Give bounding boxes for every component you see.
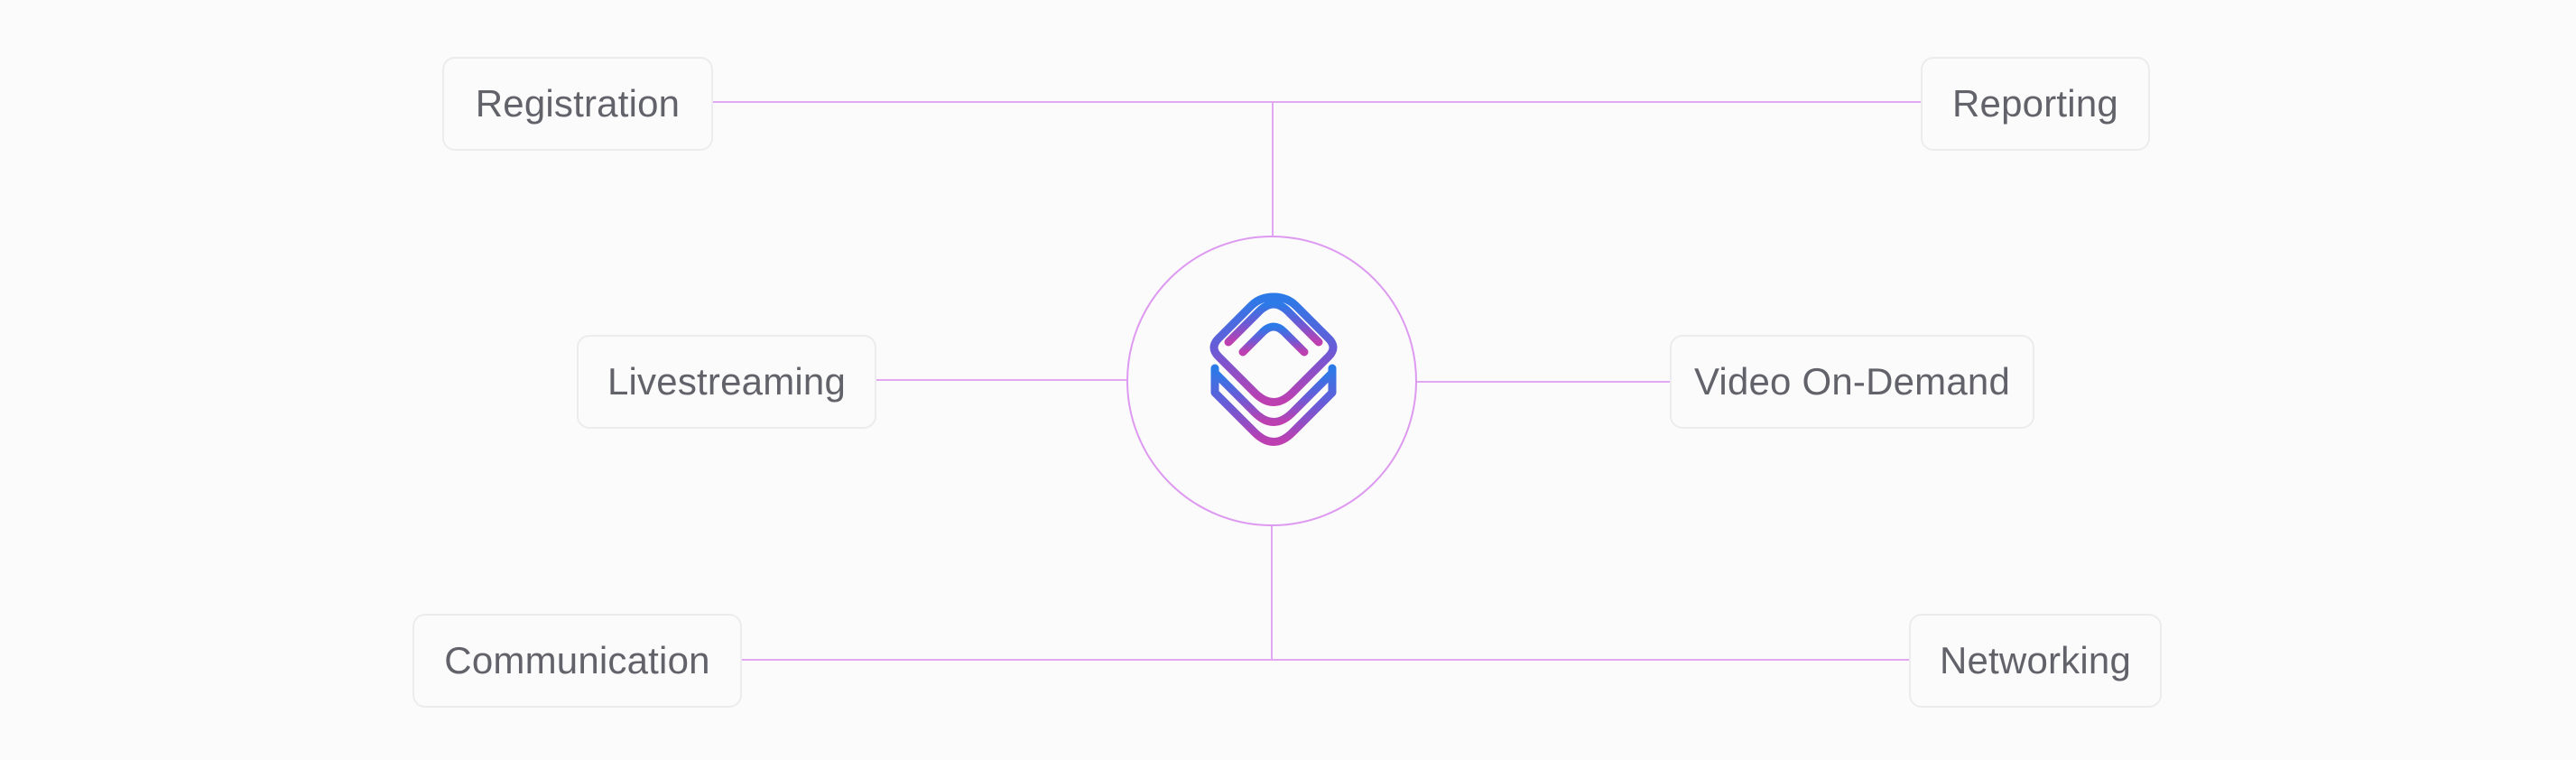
node-livestreaming: Livestreaming (577, 335, 876, 429)
logo-outer-diamond (1209, 292, 1338, 406)
hub-circle (1126, 236, 1417, 526)
logo-middle-layer (1210, 368, 1337, 426)
node-networking: Networking (1909, 614, 2162, 708)
node-registration: Registration (442, 57, 713, 151)
node-video-on-demand: Video On-Demand (1670, 335, 2034, 429)
node-communication-label: Communication (444, 639, 710, 681)
node-video-on-demand-label: Video On-Demand (1693, 360, 2011, 403)
node-reporting-label: Reporting (1952, 82, 2118, 125)
node-livestreaming-label: Livestreaming (607, 360, 847, 403)
node-reporting: Reporting (1921, 57, 2150, 151)
node-communication: Communication (412, 614, 742, 708)
layered-diamond-logo-icon (1209, 292, 1338, 446)
logo-bottom-layer (1210, 364, 1337, 446)
logo-inner-chevron-2 (1238, 322, 1309, 357)
node-networking-label: Networking (1939, 639, 2132, 681)
node-registration-label: Registration (475, 82, 681, 125)
logo-inner-chevron-1 (1224, 300, 1323, 347)
